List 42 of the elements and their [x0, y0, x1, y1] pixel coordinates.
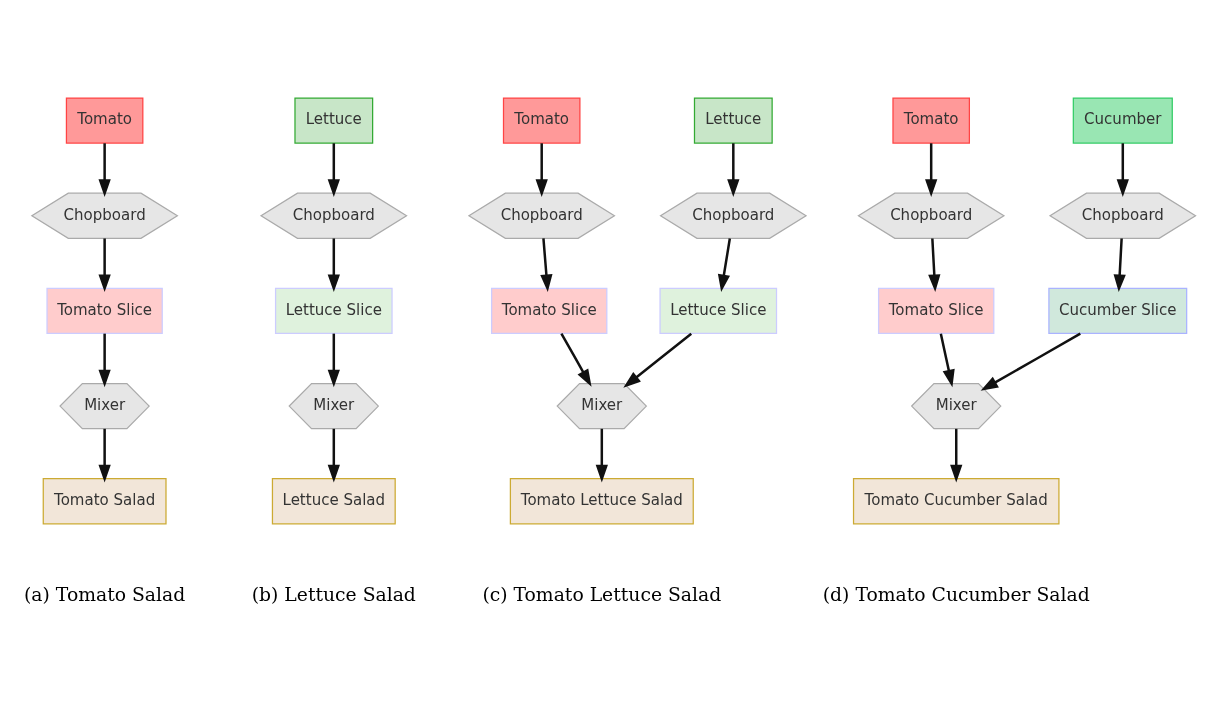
arrow [98, 143, 111, 197]
node-box: Tomato [892, 97, 970, 144]
arrow [727, 143, 740, 197]
node-box: Cucumber [1072, 97, 1173, 144]
arrow [717, 238, 732, 292]
node-box: Tomato [502, 97, 581, 144]
arrow [595, 428, 608, 483]
label: (b) Lettuce Salad [251, 583, 416, 605]
arrow [623, 332, 693, 388]
arrow [98, 428, 111, 483]
node-box: Cucumber Slice [1048, 287, 1188, 335]
arrow [560, 333, 592, 387]
label: (d) Tomato Cucumber Salad [822, 583, 1090, 605]
node-box: Tomato [65, 97, 144, 144]
node-box: Lettuce Salad [271, 478, 396, 525]
arrow [98, 333, 111, 388]
label: (a) Tomato Salad [24, 583, 186, 605]
arrow [1113, 238, 1126, 293]
node-box: Tomato Slice [877, 287, 995, 335]
node-box: Tomato Cucumber Salad [852, 478, 1060, 525]
arrow [327, 428, 340, 483]
node-box: Lettuce Slice [659, 287, 778, 335]
arrow [950, 428, 963, 483]
arrow [928, 238, 941, 293]
node-box: Tomato Lettuce Salad [509, 478, 694, 525]
node-box: Lettuce [693, 97, 773, 144]
node-box: Tomato Slice [46, 287, 163, 335]
label: (c) Tomato Lettuce Salad [482, 583, 722, 605]
arrow [1116, 143, 1129, 197]
arrow [540, 238, 553, 293]
node-box: Tomato Slice [491, 287, 608, 335]
arrow [535, 143, 548, 197]
arrow [980, 332, 1081, 391]
arrow [327, 238, 340, 293]
arrow [925, 143, 938, 197]
arrow [939, 333, 955, 388]
arrow [327, 333, 340, 388]
arrow [98, 238, 111, 293]
node-box: Lettuce Slice [274, 287, 393, 335]
node-box: Tomato Salad [42, 478, 167, 525]
node-box: Lettuce [294, 97, 374, 144]
arrow [327, 143, 340, 197]
